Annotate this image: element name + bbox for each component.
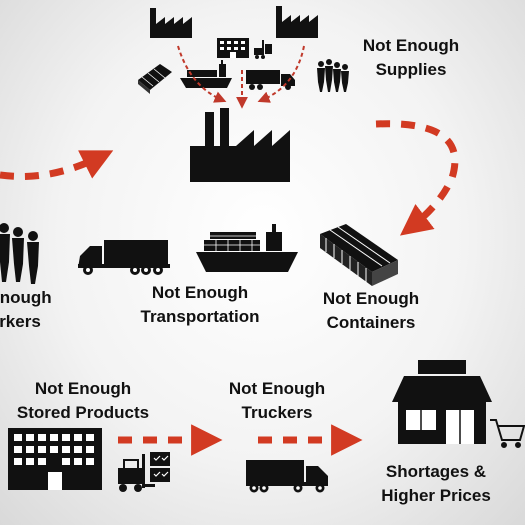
people-group-icon-left [0,223,39,284]
semi-truck-icon-bottom [246,460,328,493]
factory-icon-central [190,108,290,182]
label-not-enough-supplies: Not Enough Supplies [362,36,460,79]
office-building-icon [217,38,249,58]
semi-truck-icon-small [246,70,295,90]
shopping-cart-icon [490,419,525,448]
warehouse-icon [8,428,102,490]
label-not-enough-transportation: Not Enough Transportation [140,283,260,326]
forklift-icon-small [254,40,272,59]
label-shortages-higher-prices: Shortages & Higher Prices [381,462,491,505]
factory-icon-top-left [150,8,192,38]
container-stack-icon-middle [320,224,398,286]
label-not-enough-stored-products: Not Enough Stored Products [16,379,150,422]
arrow-workers-to-factory [0,150,114,180]
cargo-ship-icon-middle [196,224,298,272]
factory-icon-top-right [276,6,318,38]
storefront-icon [392,360,492,444]
semi-truck-icon-middle [78,240,170,275]
converging-arrows [177,45,305,109]
arrow-supplies-to-containers [375,120,459,236]
people-group-icon-small [317,59,349,92]
label-not-enough-workers: Enough rkers [0,288,52,331]
forklift-icon [118,452,170,492]
cargo-ship-icon-small [180,60,232,88]
container-stack-icon-small [138,64,172,94]
label-not-enough-containers: Not Enough Containers [322,289,420,332]
label-not-enough-truckers: Not Enough Truckers [228,379,326,422]
